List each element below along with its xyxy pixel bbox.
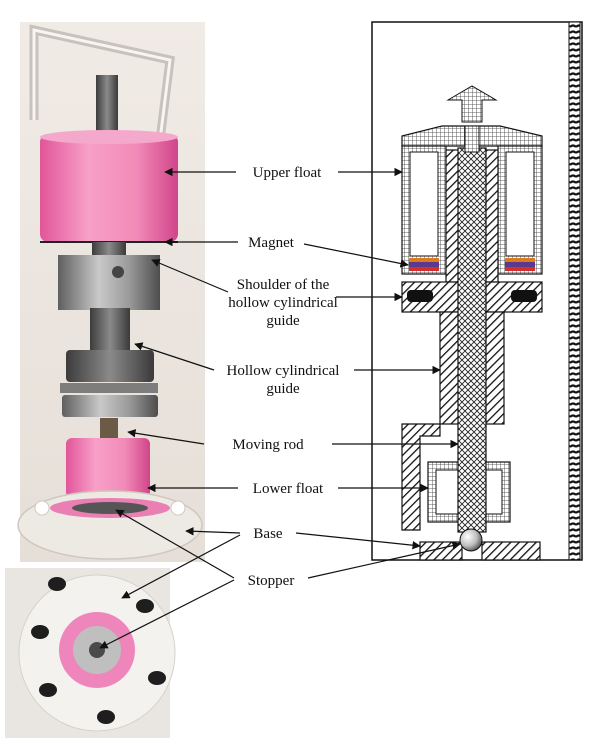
hollow-guide-photo bbox=[90, 308, 130, 358]
magnet-right bbox=[505, 258, 535, 271]
lower-housing bbox=[401, 423, 441, 531]
shoulder-block-photo bbox=[58, 255, 160, 310]
labels: Upper float Magnet Shoulder of the hollo… bbox=[227, 165, 340, 589]
device-photo bbox=[17, 22, 205, 562]
housing-wall bbox=[568, 21, 581, 561]
upper-float-photo bbox=[40, 134, 178, 242]
stopper-ball bbox=[459, 528, 483, 552]
flow-arrow bbox=[446, 85, 498, 123]
inset-screws bbox=[31, 577, 166, 724]
base-plate-right bbox=[481, 541, 541, 561]
top-bolt bbox=[96, 75, 118, 135]
base-inset-photo bbox=[5, 568, 176, 738]
label-shoulder-1: Shoulder of the bbox=[237, 277, 330, 293]
label-hollow-guide-2: guide bbox=[266, 381, 300, 397]
moving-rod-schematic bbox=[457, 147, 487, 533]
lower-float-photo bbox=[66, 438, 150, 498]
moving-rod-photo bbox=[100, 418, 118, 444]
label-hollow-guide-1: Hollow cylindrical bbox=[227, 363, 340, 379]
label-upper-float: Upper float bbox=[253, 165, 323, 181]
label-base: Base bbox=[253, 526, 283, 542]
inset-stopper bbox=[89, 642, 105, 658]
label-lower-float: Lower float bbox=[253, 481, 324, 497]
label-stopper: Stopper bbox=[248, 573, 295, 589]
label-moving-rod: Moving rod bbox=[232, 437, 304, 453]
valve-schematic bbox=[371, 21, 583, 561]
callout-lines bbox=[99, 167, 461, 649]
label-shoulder-3: guide bbox=[266, 313, 300, 329]
label-shoulder-2: hollow cylindrical bbox=[228, 295, 338, 311]
label-magnet: Magnet bbox=[248, 235, 295, 251]
magnet-left bbox=[409, 258, 439, 271]
nut-photo bbox=[66, 350, 154, 382]
